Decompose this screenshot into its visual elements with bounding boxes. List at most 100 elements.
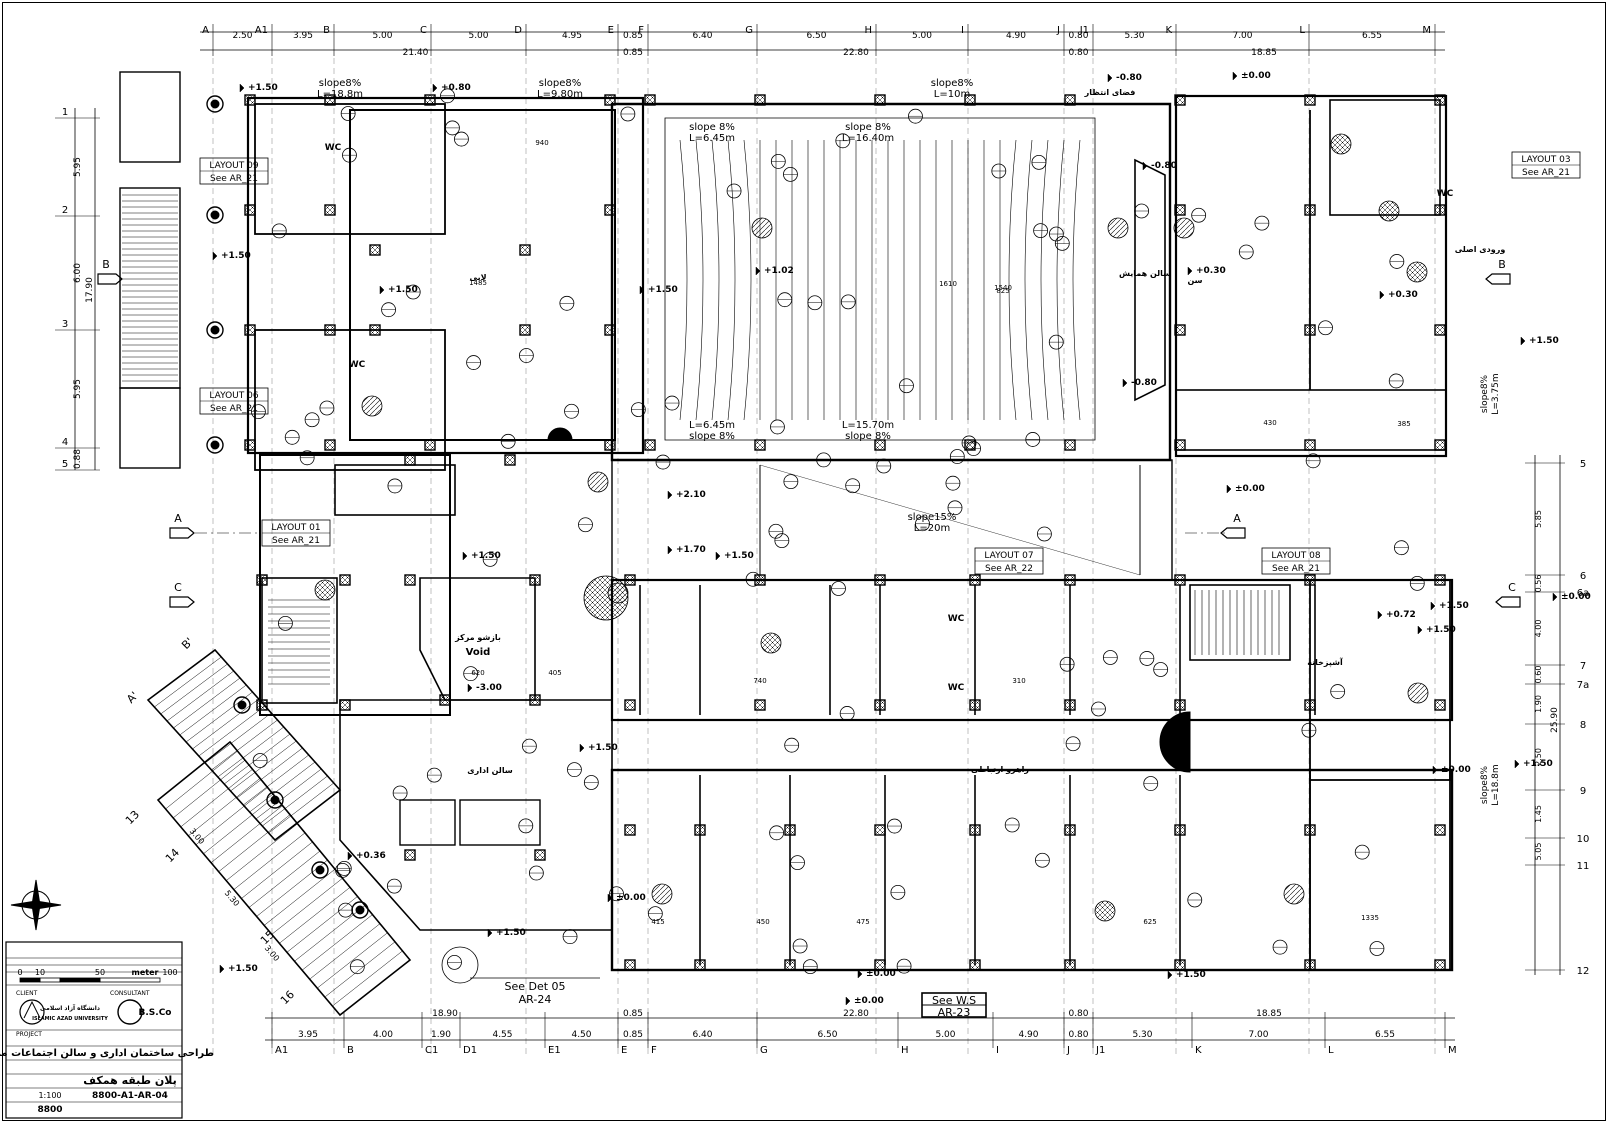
diag-step: [203, 796, 276, 854]
top-grid-letter: L: [1299, 25, 1305, 36]
structural-column: [784, 959, 796, 971]
structural-column: [534, 849, 546, 861]
wc-block-east: [1329, 99, 1441, 216]
room-dimension: 1335: [1361, 914, 1379, 922]
diagonal-grid-label: 14: [163, 846, 182, 865]
room-name: WC: [325, 143, 342, 153]
bottom-dim-span: 0.85: [623, 1030, 643, 1040]
room-name: سن: [1187, 276, 1202, 285]
bottom-grid-letter: G: [760, 1045, 768, 1056]
diag-step: [173, 677, 241, 729]
level-value: +0.72: [1386, 610, 1416, 620]
level-value: +1.50: [496, 928, 526, 938]
room-name: لابی: [469, 273, 486, 282]
bottom-dim-span: 7.00: [1248, 1030, 1268, 1040]
project-title: طراحی ساختمان اداری و سالن اجتماعات مرکز…: [0, 1048, 214, 1059]
structural-column: [964, 94, 976, 106]
right-dim-span: 2.50: [1534, 748, 1543, 766]
structural-column: [1174, 824, 1186, 836]
bottom-dim-span: 4.90: [1018, 1030, 1038, 1040]
level-marker: [487, 928, 493, 938]
top-grid-letter: H: [864, 25, 872, 36]
level-value: ±0.00: [616, 893, 646, 903]
east-block-wall: [1174, 94, 1448, 458]
scale-bar-seg: [99, 977, 161, 983]
layout-tag-ref: See AR_21: [210, 174, 258, 184]
structural-column: [1304, 574, 1316, 586]
structural-column: [1434, 94, 1446, 106]
floor-drain: [1094, 900, 1116, 922]
ramp-zone: [611, 459, 1173, 581]
bottom-grid-letter: D1: [463, 1045, 477, 1056]
level-value: +1.02: [764, 266, 794, 276]
diag-step: [233, 832, 306, 890]
diag-step: [198, 705, 266, 757]
diag-step: [218, 814, 291, 872]
level-value: +1.50: [221, 251, 251, 261]
structural-column: [694, 959, 706, 971]
floor-drain: [314, 579, 336, 601]
top-dim-span: 4.95: [562, 31, 582, 41]
level-value: +0.30: [1388, 290, 1418, 300]
structural-column: [644, 439, 656, 451]
bottom-dim-total: 22.80: [843, 1009, 869, 1019]
top-grid-letter: J: [1056, 25, 1060, 36]
structural-column: [1064, 574, 1076, 586]
structural-column: [369, 244, 381, 256]
diagonal-dim: 5.30: [223, 889, 241, 908]
round-column-core: [315, 865, 325, 875]
top-dim-span: 2.50: [232, 31, 252, 41]
room-dimension: 625: [1143, 918, 1156, 926]
structural-column: [256, 699, 268, 711]
bottom-grid-letter: L: [1328, 1045, 1334, 1056]
layout-tag-title: LAYOUT 01: [271, 523, 320, 533]
level-marker: [1107, 73, 1113, 83]
dimension-layer: [55, 24, 1565, 1055]
right-dim-span: 5.05: [1534, 843, 1543, 861]
bottom-grid-letter: F: [651, 1045, 657, 1056]
bottom-grid-letter: K: [1195, 1045, 1202, 1056]
right-dim-span: 5.85: [1534, 510, 1543, 528]
right-grid-number: 7: [1580, 661, 1586, 672]
structural-column: [404, 574, 416, 586]
room-dimension: 740: [753, 677, 766, 685]
diag-step: [264, 868, 336, 926]
ramp-diagonal: [759, 464, 1141, 576]
structural-column: [1064, 439, 1076, 451]
slope-label-length: slope 8%: [689, 431, 735, 442]
room-dimension: 620: [471, 669, 484, 677]
west-stair: [261, 577, 338, 704]
level-marker: [1122, 378, 1128, 388]
level-value: +1.50: [471, 551, 501, 561]
level-value: +1.70: [676, 545, 706, 555]
level-marker: [1232, 71, 1238, 81]
round-column: [266, 791, 284, 809]
structural-column: [784, 824, 796, 836]
room-name: آشپزخانه: [1307, 657, 1343, 667]
diag-step: [204, 712, 272, 764]
slope-label: slope8%: [539, 78, 581, 89]
section-letter: B: [102, 258, 110, 271]
scale-bar-seg: [59, 977, 101, 983]
east-classroom-2: [1309, 769, 1451, 971]
layout-tag-title: LAYOUT 08: [1271, 551, 1320, 561]
room-name: WC: [948, 683, 965, 693]
tb-label: CONSULTANT: [110, 990, 150, 997]
level-value: +1.50: [588, 743, 618, 753]
left-dim-span: 0.88: [73, 449, 83, 469]
tb-label: CLIENT: [16, 990, 38, 997]
level-marker: [1167, 970, 1173, 980]
diag-step: [294, 905, 366, 962]
seat-row-arc: [711, 139, 720, 421]
structural-column: [1434, 574, 1446, 586]
level-value: ±0.00: [1235, 484, 1265, 494]
right-grid-number: 6a: [1577, 588, 1590, 599]
tb-label: PROJECT: [16, 1031, 42, 1038]
level-marker: [667, 490, 673, 500]
diagonal-grid-label: A': [124, 689, 141, 706]
diag-step: [154, 656, 222, 708]
top-grid-letter: C: [420, 25, 427, 36]
level-marker: [212, 251, 218, 261]
structural-column: [604, 324, 616, 336]
